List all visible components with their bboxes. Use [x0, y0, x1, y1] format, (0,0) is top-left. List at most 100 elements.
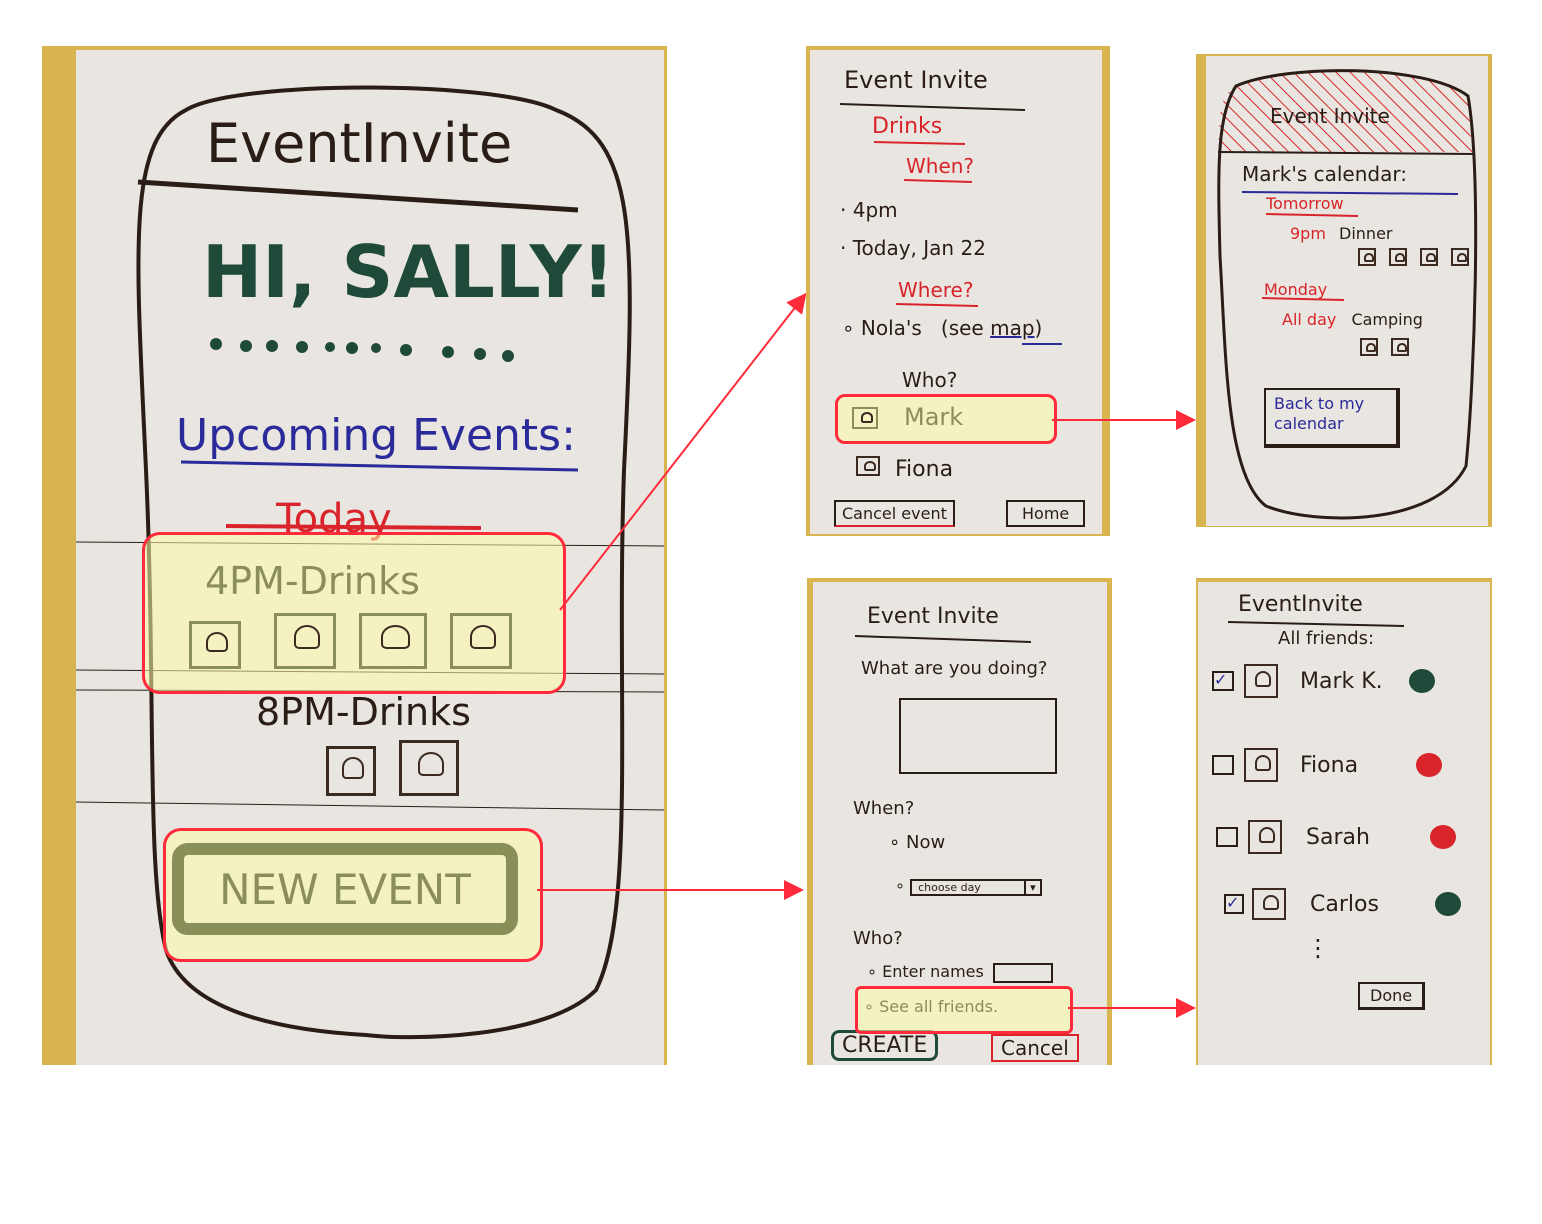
- attendee-fiona-name: Fiona: [895, 457, 954, 482]
- new-event-label: NEW EVENT: [219, 864, 471, 914]
- person-icon: [326, 746, 376, 796]
- friend-row-carlos[interactable]: ✓ Carlos: [1224, 888, 1461, 920]
- cancel-button[interactable]: Cancel: [991, 1034, 1079, 1062]
- calendar-day1-entry: 9pm Dinner: [1290, 224, 1392, 243]
- status-dot-sarah: [1429, 825, 1456, 849]
- choose-day-select[interactable]: choose day: [910, 879, 1027, 896]
- friend-row-sarah[interactable]: Sarah: [1216, 820, 1456, 854]
- enter-names-row: ∘ Enter names: [867, 962, 1053, 983]
- enter-names-input[interactable]: [992, 962, 1053, 983]
- event-8pm-label: 8PM-Drinks: [256, 690, 471, 734]
- person-icon: [1358, 248, 1376, 266]
- status-dot-carlos: [1434, 892, 1461, 916]
- event-4pm-label: 4PM-Drinks: [205, 559, 420, 603]
- person-icon: [1389, 248, 1408, 266]
- chevron-down-icon[interactable]: ▾: [1026, 879, 1042, 896]
- detail-location-text: Nola's: [860, 316, 922, 340]
- calendar-day2-time: All day: [1282, 310, 1337, 329]
- create-when-heading: When?: [853, 798, 915, 819]
- person-icon: [359, 613, 428, 669]
- detail-time-text: 4pm: [852, 198, 898, 222]
- calendar-screen-card: Event Invite Mark's calendar: Tomorrow 9…: [1206, 56, 1488, 526]
- calendar-screen-photo: Event Invite Mark's calendar: Tomorrow 9…: [1196, 54, 1492, 527]
- when-option-now[interactable]: ∘ Now: [889, 832, 946, 853]
- person-icon: [852, 407, 878, 429]
- person-icon: [189, 621, 241, 669]
- calendar-day2-entry: All day Camping: [1282, 310, 1423, 329]
- create-who-heading: Who?: [853, 928, 903, 949]
- friends-app-title: EventInvite: [1238, 592, 1363, 617]
- calendar-app-title: Event Invite: [1270, 104, 1390, 128]
- friend-checkbox-carlos[interactable]: ✓: [1224, 894, 1244, 914]
- new-event-button[interactable]: NEW EVENT: [172, 843, 518, 935]
- friends-heading: All friends:: [1278, 628, 1375, 649]
- done-button[interactable]: Done: [1358, 982, 1426, 1010]
- attendee-fiona[interactable]: Fiona: [856, 456, 953, 482]
- attendee-mark[interactable]: Mark: [835, 394, 1057, 444]
- friend-checkbox-fiona[interactable]: [1212, 755, 1234, 775]
- friend-name-mark: Mark K.: [1300, 668, 1383, 694]
- detail-screen-photo: Event Invite Drinks When? · 4pm · Today,…: [806, 46, 1110, 536]
- back-to-my-calendar-label: Back to my calendar: [1274, 394, 1365, 433]
- create-app-title: Event Invite: [867, 604, 999, 629]
- detail-location: ∘ Nola's (see map): [842, 316, 1043, 340]
- detail-app-title: Event Invite: [844, 66, 988, 94]
- calendar-day1: Tomorrow: [1266, 194, 1344, 213]
- see-map-suffix: ): [1034, 316, 1043, 340]
- friends-screen-photo: EventInvite All friends: ✓ Mark K. Fiona…: [1196, 578, 1492, 1065]
- friend-checkbox-mark[interactable]: ✓: [1212, 671, 1234, 691]
- calendar-day1-time: 9pm: [1290, 224, 1326, 243]
- event-4pm-attendees: [189, 613, 513, 673]
- person-icon: [1391, 338, 1410, 356]
- friend-name-sarah: Sarah: [1306, 824, 1370, 850]
- see-all-friends-label: ∘ See all friends.: [864, 997, 999, 1016]
- detail-time: · 4pm: [840, 198, 898, 222]
- calendar-phone-outline: [1217, 69, 1478, 520]
- new-event-highlight: NEW EVENT: [163, 828, 543, 962]
- upcoming-events-heading: Upcoming Events:: [176, 410, 576, 461]
- event-8pm-attendees: [326, 740, 460, 800]
- person-icon: [1248, 820, 1282, 854]
- detail-event-name: Drinks: [872, 114, 943, 139]
- person-icon: [1244, 664, 1278, 698]
- attendee-mark-name: Mark: [904, 403, 964, 431]
- event-4pm-item[interactable]: 4PM-Drinks: [142, 532, 566, 694]
- cancel-event-button[interactable]: Cancel event: [834, 500, 955, 527]
- person-icon: [274, 613, 337, 669]
- calendar-day2: Monday: [1264, 280, 1328, 299]
- detail-date: · Today, Jan 22: [840, 236, 986, 260]
- see-map-prefix: (see: [940, 316, 984, 340]
- calendar-day2-attendees: [1360, 338, 1410, 360]
- detail-who-heading: Who?: [902, 368, 958, 392]
- friends-screen-card: EventInvite All friends: ✓ Mark K. Fiona…: [1198, 582, 1490, 1065]
- when-option-choose-day[interactable]: ∘ choose day ▾: [895, 876, 1042, 896]
- choose-day-value: choose day: [918, 881, 981, 894]
- back-to-my-calendar-button[interactable]: Back to my calendar: [1264, 388, 1400, 448]
- home-button[interactable]: Home: [1006, 500, 1086, 527]
- person-icon: [856, 456, 880, 476]
- when-option-now-label: Now: [906, 832, 946, 853]
- detail-date-text: Today, Jan 22: [852, 236, 986, 260]
- create-underlines: [854, 635, 1032, 643]
- map-link[interactable]: map: [990, 316, 1035, 340]
- detail-screen-card: Event Invite Drinks When? · 4pm · Today,…: [810, 50, 1102, 534]
- friend-row-fiona[interactable]: Fiona: [1212, 748, 1443, 782]
- see-all-friends-option[interactable]: ∘ See all friends.: [855, 986, 1073, 1034]
- friend-name-fiona: Fiona: [1300, 752, 1359, 778]
- friend-checkbox-sarah[interactable]: [1216, 827, 1238, 847]
- person-icon: [1451, 248, 1470, 266]
- friend-row-mark[interactable]: ✓ Mark K.: [1212, 664, 1435, 698]
- enter-names-label: Enter names: [882, 962, 984, 981]
- person-icon: [1420, 248, 1439, 266]
- detail-where-heading: Where?: [898, 278, 974, 302]
- what-are-you-doing-input[interactable]: [899, 698, 1057, 774]
- person-icon: [1360, 338, 1378, 356]
- detail-when-heading: When?: [906, 154, 975, 178]
- create-question: What are you doing?: [861, 658, 1048, 679]
- home-app-title: EventInvite: [206, 112, 513, 175]
- home-greeting: HI, SALLY!: [202, 230, 615, 314]
- create-button[interactable]: CREATE: [831, 1030, 939, 1061]
- person-icon: [1244, 748, 1278, 782]
- calendar-day1-attendees: [1358, 248, 1470, 270]
- friends-underlines: [1227, 621, 1405, 627]
